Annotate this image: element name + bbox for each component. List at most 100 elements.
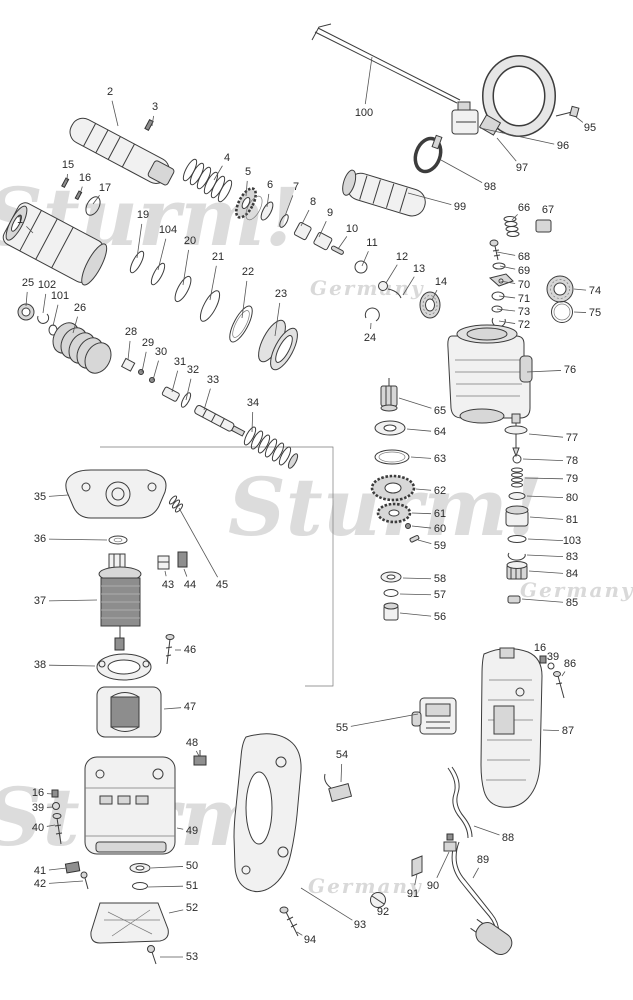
part-label-39: 39 — [32, 802, 44, 814]
part-screws-16-39-40 — [51, 789, 63, 845]
part-depth-rod-100 — [311, 23, 461, 104]
part-label-26: 26 — [74, 302, 86, 314]
part-label-61: 61 — [434, 508, 446, 520]
leader-line-34 — [251, 411, 254, 433]
part-label-76: 76 — [564, 364, 576, 376]
leader-line-84 — [528, 570, 564, 574]
leader-line-91 — [414, 873, 418, 886]
part-cap-85 — [507, 595, 521, 604]
leader-line-98 — [440, 159, 483, 184]
leader-line-80 — [526, 495, 564, 499]
part-brush-cap-92 — [370, 892, 386, 908]
leader-line-3 — [151, 115, 154, 127]
part-label-13: 13 — [413, 263, 425, 275]
leader-line-86 — [561, 671, 566, 677]
leader-line-17 — [92, 194, 100, 205]
part-label-12: 12 — [396, 251, 408, 263]
leader-line-26 — [72, 316, 78, 334]
leader-line-90 — [436, 851, 450, 879]
part-label-29: 29 — [142, 337, 154, 349]
part-shaft-row — [120, 357, 299, 469]
part-screw-95 — [555, 111, 573, 117]
part-label-33: 33 — [207, 374, 219, 386]
part-side-handle — [342, 55, 580, 217]
part-clip-41-42 — [64, 861, 89, 890]
part-label-16: 16 — [79, 172, 91, 184]
part-label-20: 20 — [184, 235, 196, 247]
leader-line-78 — [522, 458, 564, 462]
part-label-91: 91 — [407, 888, 419, 900]
part-label-72: 72 — [518, 319, 530, 331]
part-block-67 — [535, 219, 552, 233]
part-label-75: 75 — [589, 307, 601, 319]
leader-line-103 — [527, 538, 564, 541]
part-label-44: 44 — [184, 579, 196, 591]
part-label-87: 87 — [562, 725, 574, 737]
leader-line-42 — [48, 880, 84, 884]
part-circlip-24 — [364, 307, 380, 322]
part-label-32: 32 — [187, 364, 199, 376]
leader-line-14 — [431, 289, 438, 301]
leader-line-31 — [171, 370, 179, 393]
part-label-64: 64 — [434, 426, 446, 438]
part-label-97: 97 — [516, 162, 528, 174]
part-label-34: 34 — [247, 397, 259, 409]
leader-line-47 — [163, 707, 182, 710]
part-ring-71 — [491, 291, 505, 301]
part-label-47: 47 — [184, 701, 196, 713]
part-circlip-83 — [507, 552, 526, 561]
part-clamp-98 — [413, 136, 443, 174]
leader-line-48 — [195, 750, 200, 757]
leader-line-72 — [498, 320, 516, 324]
leader-line-101 — [52, 304, 59, 327]
part-label-15: 15 — [62, 159, 74, 171]
part-middle-column — [370, 378, 420, 621]
part-label-31: 31 — [174, 356, 186, 368]
part-label-56: 56 — [434, 611, 446, 623]
part-right-column — [504, 413, 529, 604]
leader-line-76 — [526, 370, 562, 373]
part-clamp-90 — [443, 833, 457, 852]
part-label-38: 38 — [34, 659, 46, 671]
leader-line-100 — [364, 56, 373, 105]
leader-line-19 — [136, 223, 143, 259]
watermark-country: Germany — [520, 578, 633, 602]
part-screw-46 — [165, 634, 175, 665]
part-label-53: 53 — [186, 951, 198, 963]
part-label-30: 30 — [155, 346, 167, 358]
leader-line-88 — [473, 825, 500, 836]
part-label-70: 70 — [518, 279, 530, 291]
leader-line-1 — [26, 226, 34, 234]
leader-line-75 — [573, 311, 587, 313]
leader-line-13 — [402, 276, 415, 296]
part-lever-column — [488, 216, 574, 328]
part-clip-48 — [193, 750, 207, 766]
part-shaft-77 — [511, 413, 521, 424]
leader-line-54 — [340, 763, 343, 783]
part-label-69: 69 — [518, 265, 530, 277]
part-label-37: 37 — [34, 595, 46, 607]
part-screw-53 — [147, 945, 157, 965]
part-label-43: 43 — [162, 579, 174, 591]
part-flange-38 — [96, 653, 152, 681]
leader-line-71 — [498, 295, 516, 299]
part-label-101: 101 — [51, 290, 69, 302]
leader-line-7 — [284, 195, 294, 217]
part-barrel-2 — [69, 117, 175, 186]
part-label-51: 51 — [186, 880, 198, 892]
leader-line-4 — [213, 165, 223, 181]
leader-line-63 — [410, 456, 432, 459]
part-label-77: 77 — [566, 432, 578, 444]
part-label-28: 28 — [125, 326, 137, 338]
part-label-96: 96 — [557, 140, 569, 152]
part-label-39: 39 — [547, 651, 559, 663]
leader-line-94 — [296, 931, 303, 936]
leader-line-58 — [402, 577, 432, 580]
leader-line-10 — [337, 236, 348, 250]
part-ring-78 — [512, 454, 522, 464]
leader-line-102 — [42, 293, 47, 314]
leader-line-50 — [150, 866, 184, 869]
part-label-57: 57 — [434, 589, 446, 601]
part-label-48: 48 — [186, 737, 198, 749]
